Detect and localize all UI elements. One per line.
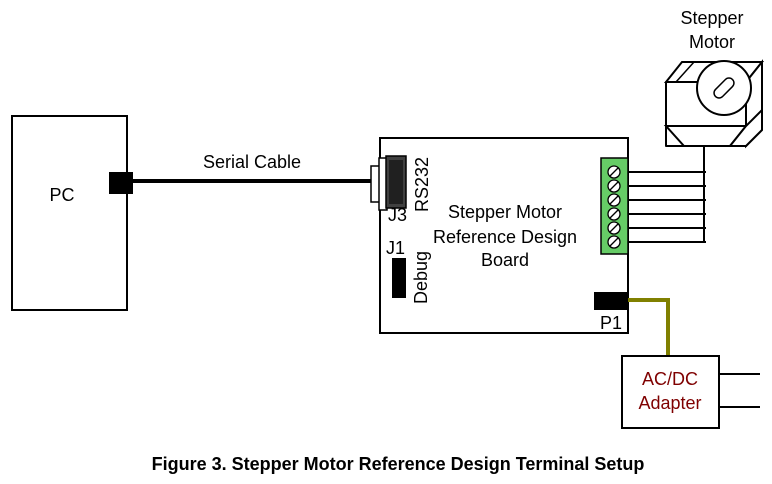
- adapter-label-line1: AC/DC: [642, 369, 698, 389]
- motor-shaft-icon: [713, 77, 735, 99]
- motor-wires: [628, 142, 706, 243]
- motor-label-line1: Stepper: [680, 8, 743, 28]
- terminal-screw-slot: [609, 237, 619, 247]
- j3-label: J3: [388, 205, 407, 225]
- figure-caption: Figure 3. Stepper Motor Reference Design…: [152, 454, 645, 474]
- j1-label: J1: [386, 238, 405, 258]
- adapter-box: [621, 355, 720, 429]
- p1-label: P1: [600, 313, 622, 333]
- motor-terminal-block: [600, 157, 629, 255]
- stepper-motor: [663, 59, 765, 149]
- board-label-line3: Board: [481, 250, 529, 270]
- board-box: [379, 137, 629, 334]
- rs232-label: RS232: [412, 157, 432, 212]
- debug-label: Debug: [411, 251, 431, 304]
- board-label-line2: Reference Design: [433, 227, 577, 247]
- terminal-screw-slot: [609, 167, 619, 177]
- j1-debug-header: [392, 258, 406, 298]
- motor-label-line2: Motor: [689, 32, 735, 52]
- terminal-screw-slot: [609, 223, 619, 233]
- serial-cable-label: Serial Cable: [203, 152, 301, 172]
- board-label-line1: Stepper Motor: [448, 202, 562, 222]
- adapter-label-line2: Adapter: [638, 393, 701, 413]
- power-cable: [628, 298, 670, 356]
- terminal-screw-slot: [609, 181, 619, 191]
- p1-connector: [594, 292, 628, 310]
- pc-box: [11, 115, 128, 311]
- pc-label: PC: [49, 185, 74, 205]
- pc-serial-port: [109, 172, 133, 194]
- terminal-screw-slot: [609, 209, 619, 219]
- j3-db9-connector: [370, 155, 407, 211]
- terminal-screw-slot: [609, 195, 619, 205]
